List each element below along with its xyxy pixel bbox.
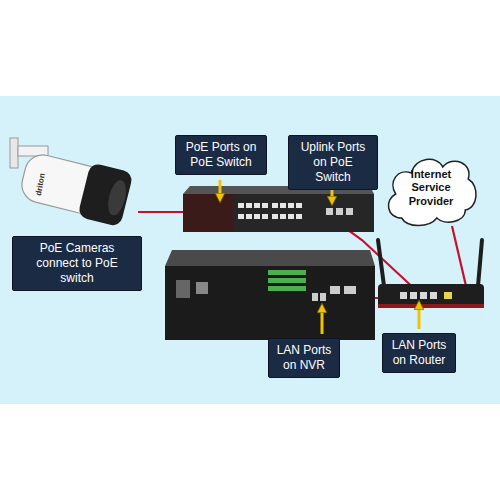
nvr-illustration bbox=[165, 250, 375, 340]
router-illustration bbox=[378, 240, 484, 308]
poe-switch-illustration bbox=[183, 186, 374, 232]
camera-hood bbox=[77, 162, 133, 227]
switch-poe-port-part bbox=[246, 203, 252, 208]
nvr-port-part bbox=[320, 293, 326, 301]
router-antenna-part bbox=[478, 240, 482, 286]
router-accent bbox=[378, 304, 484, 308]
router-lan-port-part bbox=[444, 292, 452, 299]
callout-box: LAN Ports on NVR bbox=[268, 338, 340, 378]
router-antenna-part bbox=[378, 240, 384, 286]
callout-box: PoE Ports on PoE Switch bbox=[175, 135, 267, 175]
isp-cable bbox=[452, 226, 466, 286]
cloud-shape: Internet Service Provider bbox=[382, 148, 480, 228]
nvr-terminal-block-part bbox=[268, 286, 306, 291]
nvr-ports bbox=[312, 286, 356, 301]
switch-uplink-port-part bbox=[346, 208, 353, 215]
nvr-top bbox=[165, 250, 375, 266]
nvr-port-part bbox=[312, 293, 318, 301]
switch-uplink-port-part bbox=[326, 208, 333, 215]
leader-arrow bbox=[219, 180, 222, 198]
nvr-port-part bbox=[344, 286, 356, 294]
callout-box: LAN Ports on Router bbox=[382, 333, 456, 373]
switch-poe-port-part bbox=[238, 203, 244, 208]
camera-body-group bbox=[17, 147, 133, 227]
nvr-terminal-block-part bbox=[268, 278, 306, 283]
callout-text: LAN Ports on Router bbox=[388, 338, 450, 368]
switch-poe-port-part bbox=[254, 214, 260, 219]
switch-poe-port-part bbox=[296, 203, 302, 208]
nvr-port-part bbox=[330, 286, 340, 294]
router-lan-port-part bbox=[430, 292, 437, 299]
switch-poe-port-part bbox=[238, 214, 244, 219]
router-lan-port-part bbox=[410, 292, 417, 299]
switch-poe-port-part bbox=[288, 214, 294, 219]
callout-text: PoE Cameras connect to PoE switch bbox=[18, 241, 136, 286]
switch-poe-port-part bbox=[280, 203, 286, 208]
switch-uplink-ports bbox=[326, 208, 353, 215]
switch-panel bbox=[183, 194, 233, 232]
switch-poe-port-part bbox=[288, 203, 294, 208]
switch-poe-port-part bbox=[272, 203, 278, 208]
nvr-terminal-blocks bbox=[268, 270, 306, 291]
nvr-terminal-block-part bbox=[268, 270, 306, 275]
cloud-label: Internet Service Provider bbox=[398, 168, 464, 208]
switch-poe-ports bbox=[238, 203, 302, 219]
callout-box: PoE Cameras connect to PoE switch bbox=[12, 236, 142, 291]
camera-wall-plate bbox=[10, 138, 18, 168]
router-lan-port-part bbox=[400, 292, 407, 299]
nvr-power-socket bbox=[176, 280, 190, 298]
switch-uplink-port-part bbox=[336, 208, 343, 215]
switch-front bbox=[183, 194, 374, 232]
router-lan-ports bbox=[400, 292, 452, 299]
leader-arrow bbox=[321, 308, 324, 334]
callout-text: PoE Ports on PoE Switch bbox=[181, 140, 261, 170]
callout-text: Uplink Ports on PoE Switch bbox=[294, 140, 372, 185]
router-antennas bbox=[378, 240, 482, 286]
cloud-path bbox=[388, 159, 476, 225]
switch-poe-port-part bbox=[246, 214, 252, 219]
camera-illustration bbox=[10, 138, 134, 227]
switch-poe-port-part bbox=[262, 214, 268, 219]
nvr-front bbox=[165, 266, 375, 340]
background-band bbox=[0, 96, 500, 404]
router-body bbox=[378, 284, 484, 308]
camera-lens bbox=[105, 178, 129, 217]
leader-arrow bbox=[418, 305, 421, 329]
nvr-fan bbox=[196, 282, 208, 294]
switch-poe-port-part bbox=[262, 203, 268, 208]
switch-poe-port-part bbox=[254, 203, 260, 208]
switch-poe-port-part bbox=[296, 214, 302, 219]
switch-poe-port-part bbox=[280, 214, 286, 219]
switch-poe-port-part bbox=[272, 214, 278, 219]
callout-box: Uplink Ports on PoE Switch bbox=[288, 135, 378, 190]
router-lan-port-part bbox=[420, 292, 427, 299]
callout-text: LAN Ports on NVR bbox=[274, 343, 334, 373]
